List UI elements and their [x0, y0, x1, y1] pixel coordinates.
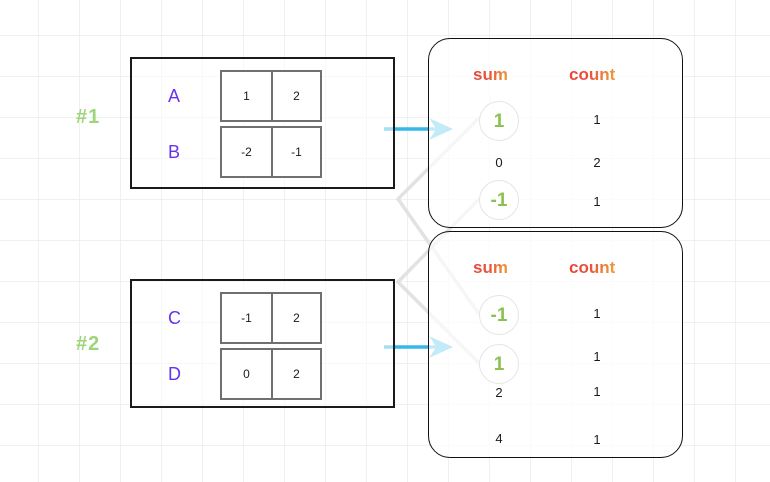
pair-cell: 2	[271, 72, 320, 120]
pair-cell: -1	[241, 311, 252, 325]
section-tag-1: #1	[76, 106, 101, 128]
group-row-b: B -2 -1	[132, 125, 393, 179]
count-value: 1	[593, 306, 601, 321]
column-header-sum: sum	[473, 258, 508, 277]
sum-value: 1	[479, 101, 519, 141]
count-value: 1	[593, 194, 601, 209]
column-header-count: count	[569, 258, 616, 277]
result-panel-1: sum count 1 1 0 2 -1 1	[428, 38, 683, 228]
group-row-c: C -1 2	[132, 291, 393, 345]
pair-cell: -1	[271, 128, 320, 176]
group-row-a: A 1 2	[132, 69, 393, 123]
section-tag-2: #2	[76, 333, 101, 355]
count-value: 1	[593, 432, 601, 447]
group-row-d: D 0 2	[132, 347, 393, 401]
count-value: 1	[593, 349, 601, 364]
sum-value: 2	[495, 385, 503, 400]
sum-value: 1	[479, 344, 519, 384]
row-label-d: D	[168, 363, 182, 384]
row-label-b: B	[168, 141, 181, 162]
result-panel-2: sum count -1 1 1 1 2 1 4 1	[428, 231, 683, 458]
pair-cell: -2	[241, 145, 252, 159]
count-value: 2	[593, 155, 601, 170]
pair-box-d: 0 2	[220, 348, 322, 400]
count-value: 1	[593, 112, 601, 127]
sum-value: -1	[479, 180, 519, 220]
sum-value: 0	[495, 155, 503, 170]
pair-cell: 0	[243, 367, 250, 381]
pair-cell: 2	[271, 350, 320, 398]
pair-box-c: -1 2	[220, 292, 322, 344]
count-value: 1	[593, 384, 601, 399]
row-label-c: C	[168, 307, 182, 328]
group-panel-2: C -1 2 D 0 2	[130, 279, 395, 408]
group-panel-1: A 1 2 B -2 -1	[130, 57, 395, 189]
pair-cell: 2	[271, 294, 320, 342]
sum-value: -1	[479, 295, 519, 335]
row-label-a: A	[168, 85, 181, 106]
sum-value: 4	[495, 431, 503, 446]
column-header-sum: sum	[473, 65, 508, 84]
pair-box-b: -2 -1	[220, 126, 322, 178]
column-header-count: count	[569, 65, 616, 84]
pair-cell: 1	[243, 89, 250, 103]
pair-box-a: 1 2	[220, 70, 322, 122]
